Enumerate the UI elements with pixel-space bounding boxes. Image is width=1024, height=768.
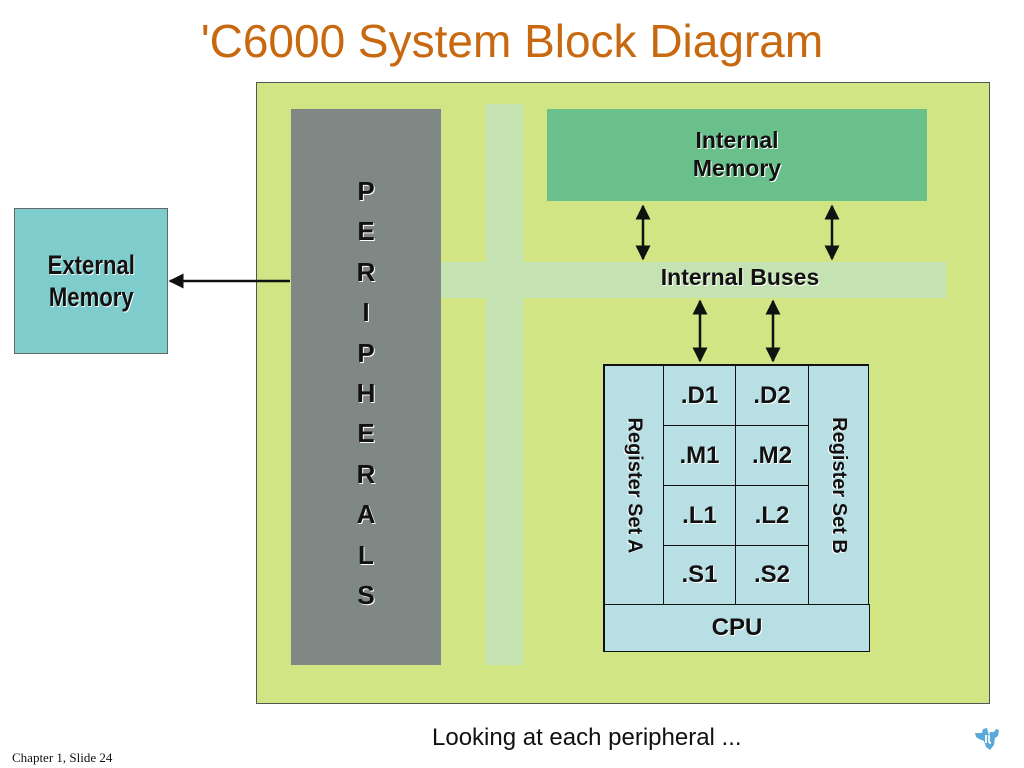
- peripherals-label: P E R I P H E R A L S: [356, 176, 376, 611]
- register-set-a-block: Register Set A: [604, 365, 664, 605]
- register-set-a-label: Register Set A: [623, 417, 646, 553]
- internal-buses-label: Internal Buses: [660, 264, 820, 290]
- slide-caption: Looking at each peripheral ...: [432, 724, 742, 751]
- unit-s1: .S1: [663, 545, 736, 605]
- unit-m1: .M1: [663, 425, 736, 486]
- unit-l1: .L1: [663, 485, 736, 546]
- internal-memory-block: Internal Memory: [547, 109, 927, 201]
- internal-bus-horizontal: [441, 262, 946, 298]
- page-title: 'C6000 System Block Diagram: [200, 15, 824, 67]
- ti-logo-icon: [975, 728, 999, 750]
- unit-l2: .L2: [735, 485, 809, 546]
- external-memory-label: External Memory: [47, 249, 135, 312]
- internal-memory-label: Internal Memory: [692, 127, 782, 181]
- unit-d1: .D1: [663, 365, 736, 426]
- peripherals-block: P E R I P H E R A L S: [291, 109, 441, 665]
- unit-d2: .D2: [735, 365, 809, 426]
- unit-s2: .S2: [735, 545, 809, 605]
- register-set-b-label: Register Set B: [828, 416, 850, 554]
- cpu-label: CPU: [604, 604, 870, 652]
- external-memory-block: External Memory: [14, 208, 168, 354]
- register-set-b-block: Register Set B: [808, 365, 869, 605]
- slide-number: Chapter 1, Slide 24: [12, 750, 113, 765]
- internal-bus-vertical: [486, 104, 523, 665]
- unit-m2: .M2: [735, 425, 809, 486]
- cpu-block: Register Set A Register Set B .D1 .D2 .M…: [603, 364, 870, 652]
